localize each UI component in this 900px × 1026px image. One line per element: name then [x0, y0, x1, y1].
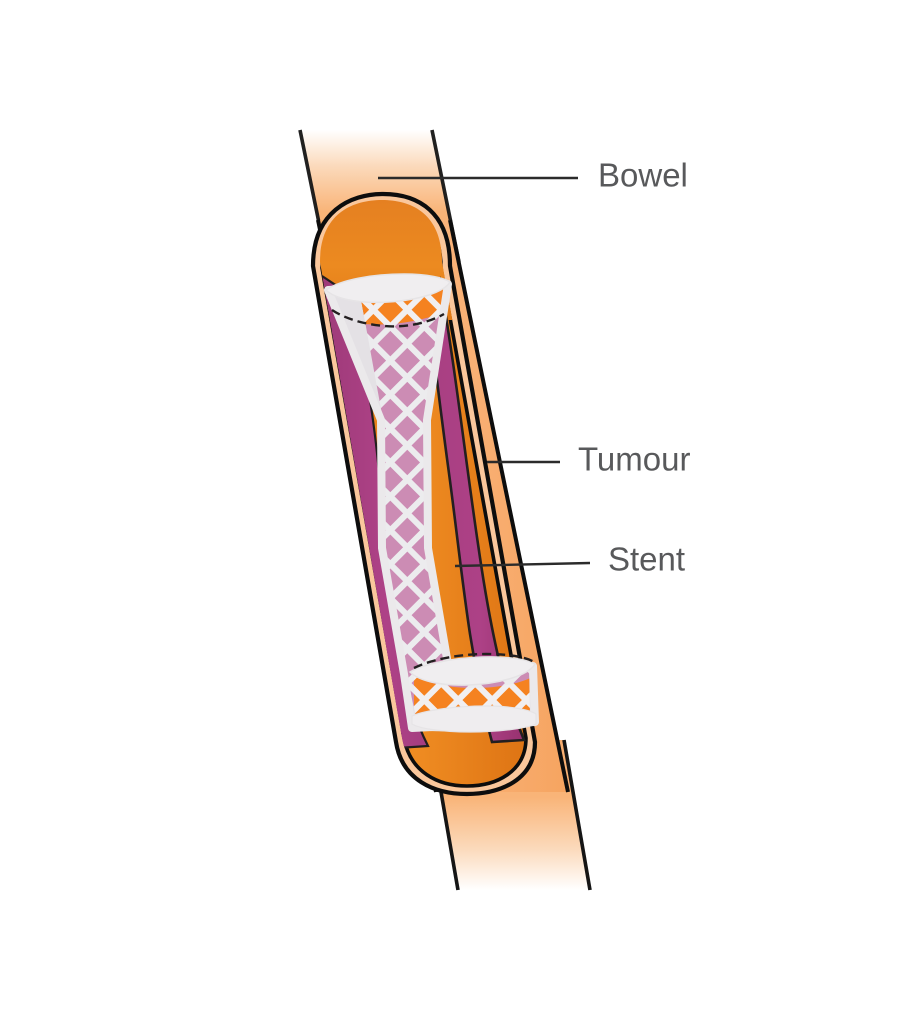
stent-edge-struts: [324, 280, 539, 732]
stent-bottom-terminal-band: [411, 705, 537, 733]
bowel-label: Bowel: [598, 157, 688, 194]
stent-leader-line: [454, 561, 591, 568]
stent-mesh-pink: [330, 286, 530, 726]
stent-label: Stent: [608, 541, 685, 578]
bowel-right-outline: [448, 219, 570, 793]
tumour-label: Tumour: [578, 441, 690, 478]
stent-top-rim: [324, 273, 452, 304]
stent-bottom-transition-line: [413, 652, 535, 670]
annotation-layer: Bowel Tumour Stent: [378, 157, 690, 578]
stent-bottom-rim: [408, 656, 537, 686]
stent-group: [324, 273, 539, 733]
bowel-lower-right-outline: [562, 739, 592, 891]
stent-top-transition-line: [331, 308, 445, 328]
